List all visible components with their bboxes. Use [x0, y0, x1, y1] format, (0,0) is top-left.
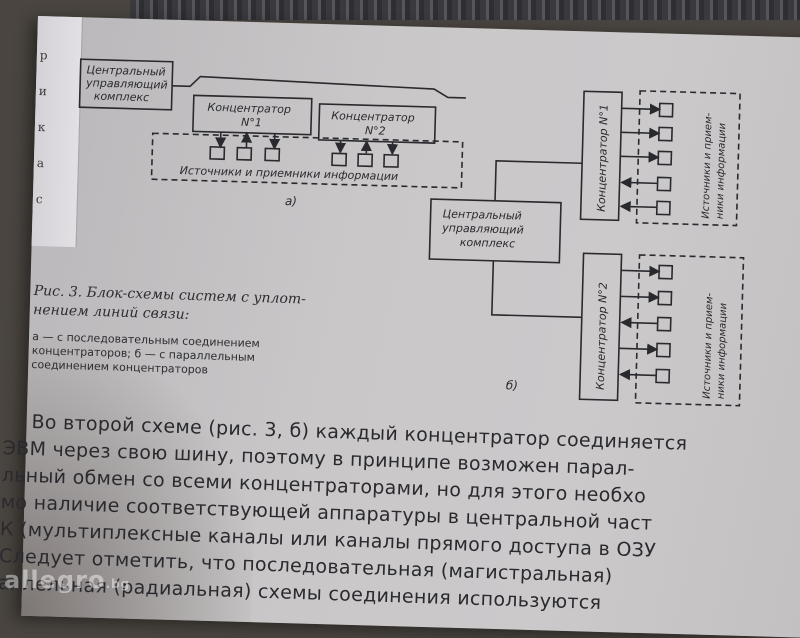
- sources-label-b2-line2: ники информации: [716, 302, 730, 399]
- photo-scene: р и к а с: [0, 0, 800, 600]
- source-terminal: [656, 369, 669, 382]
- concentrator-2-label: Концентратор: [331, 109, 415, 124]
- source-terminal: [332, 153, 346, 165]
- fabric-background: [130, 0, 800, 20]
- watermark-suffix: .bg: [105, 577, 130, 591]
- source-terminal: [384, 155, 398, 167]
- diagram-b-letter: б): [506, 378, 518, 392]
- concentrator-2-number: N°2: [365, 124, 386, 138]
- concentrator-1-label-b: Концентратор N°1: [595, 104, 611, 212]
- source-terminal: [358, 154, 372, 166]
- source-terminal: [210, 147, 224, 159]
- source-terminal: [658, 291, 671, 304]
- source-terminal: [265, 148, 279, 160]
- source-terminal: [657, 201, 670, 214]
- source-terminal: [657, 343, 670, 356]
- watermark-text: allegro: [4, 566, 105, 594]
- central-label-b-3: комплекс: [460, 236, 516, 251]
- sources-label-b2-line1: Источники и прием-: [702, 292, 716, 399]
- diagram-a-letter: а): [285, 194, 297, 208]
- site-watermark: allegro.bg: [4, 566, 130, 594]
- central-label-a-3: комплекс: [94, 90, 150, 105]
- concentrator-2-label-b: Концентратор N°2: [594, 282, 610, 390]
- concentrator-1-number: N°1: [241, 116, 262, 130]
- figure-caption: Рис. 3. Блок-схемы систем с уплот- нение…: [31, 282, 384, 383]
- sources-label-b1-line2: ники информации: [715, 122, 729, 219]
- sources-label-b1-line1: Источники и прием-: [701, 112, 715, 219]
- concentrator-1-label: Концентратор: [207, 101, 291, 116]
- source-terminal: [659, 103, 672, 116]
- source-terminal: [657, 317, 670, 330]
- source-terminal: [237, 148, 251, 160]
- block-diagrams: Центральный управляющий комплекс Концент…: [26, 16, 800, 458]
- source-terminal: [659, 265, 672, 278]
- central-label-b-2: управляющий: [441, 221, 524, 236]
- source-terminal: [657, 177, 670, 190]
- central-label-b-1: Центральный: [442, 207, 522, 222]
- source-terminal: [658, 151, 671, 164]
- source-terminal: [659, 127, 672, 140]
